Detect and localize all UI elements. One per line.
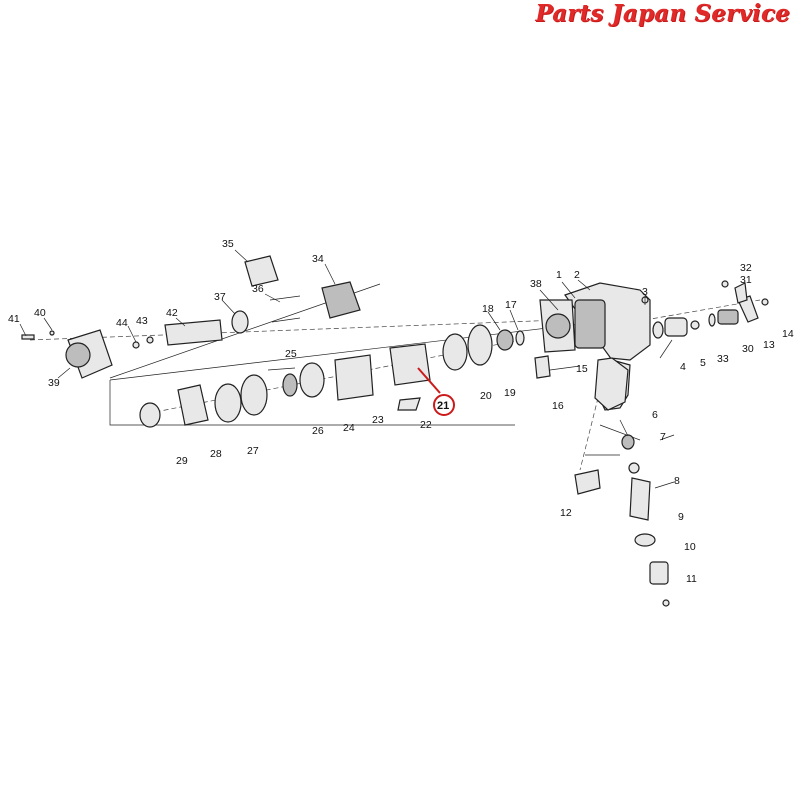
label-15: 15 — [576, 363, 588, 375]
label-17: 17 — [505, 299, 517, 311]
label-19: 19 — [504, 387, 516, 399]
label-5: 5 — [700, 357, 706, 369]
label-40: 40 — [34, 307, 46, 319]
label-42: 42 — [166, 307, 178, 319]
label-27: 27 — [247, 445, 259, 457]
label-22: 22 — [420, 419, 432, 431]
label-12: 12 — [560, 507, 572, 519]
label-35: 35 — [222, 238, 234, 250]
label-6: 6 — [652, 409, 658, 421]
label-43: 43 — [136, 315, 148, 327]
label-26: 26 — [312, 425, 324, 437]
label-16: 16 — [552, 400, 564, 412]
label-31: 31 — [740, 274, 752, 286]
label-32: 32 — [740, 262, 752, 274]
label-11: 11 — [686, 573, 697, 585]
label-9: 9 — [678, 511, 684, 523]
label-33: 33 — [717, 353, 729, 365]
label-1: 1 — [556, 269, 562, 281]
main-housing — [539, 282, 651, 411]
label-3: 3 — [642, 286, 648, 298]
handle-parts — [534, 355, 670, 607]
leader-lines — [19, 249, 675, 489]
label-41: 41 — [8, 313, 20, 325]
right-valve-parts — [641, 280, 769, 339]
highlight-part-21: 21 — [417, 367, 455, 416]
label-25: 25 — [285, 348, 297, 360]
label-23: 23 — [372, 414, 384, 426]
label-14: 14 — [782, 328, 794, 340]
label-4: 4 — [680, 361, 686, 373]
label-38: 38 — [530, 278, 542, 290]
label-30: 30 — [742, 343, 754, 355]
part-labels: 1 2 3 4 5 6 7 8 9 10 11 12 13 14 15 16 1… — [8, 238, 794, 585]
label-13: 13 — [763, 339, 775, 351]
motor-parts — [139, 324, 525, 428]
label-37: 37 — [214, 291, 226, 303]
label-2: 2 — [574, 269, 580, 281]
brand-logo: Parts Japan Service — [535, 0, 790, 27]
hammer-parts — [21, 255, 361, 379]
label-36: 36 — [252, 283, 264, 295]
label-34: 34 — [312, 253, 324, 265]
label-28: 28 — [210, 448, 222, 460]
label-24: 24 — [343, 422, 355, 434]
label-44: 44 — [116, 317, 128, 329]
label-39: 39 — [48, 377, 60, 389]
label-21: 21 — [437, 400, 449, 412]
label-8: 8 — [674, 475, 680, 487]
label-29: 29 — [176, 455, 188, 467]
label-10: 10 — [684, 541, 696, 553]
label-20: 20 — [480, 390, 492, 402]
label-18: 18 — [482, 303, 494, 315]
label-7: 7 — [660, 431, 666, 443]
